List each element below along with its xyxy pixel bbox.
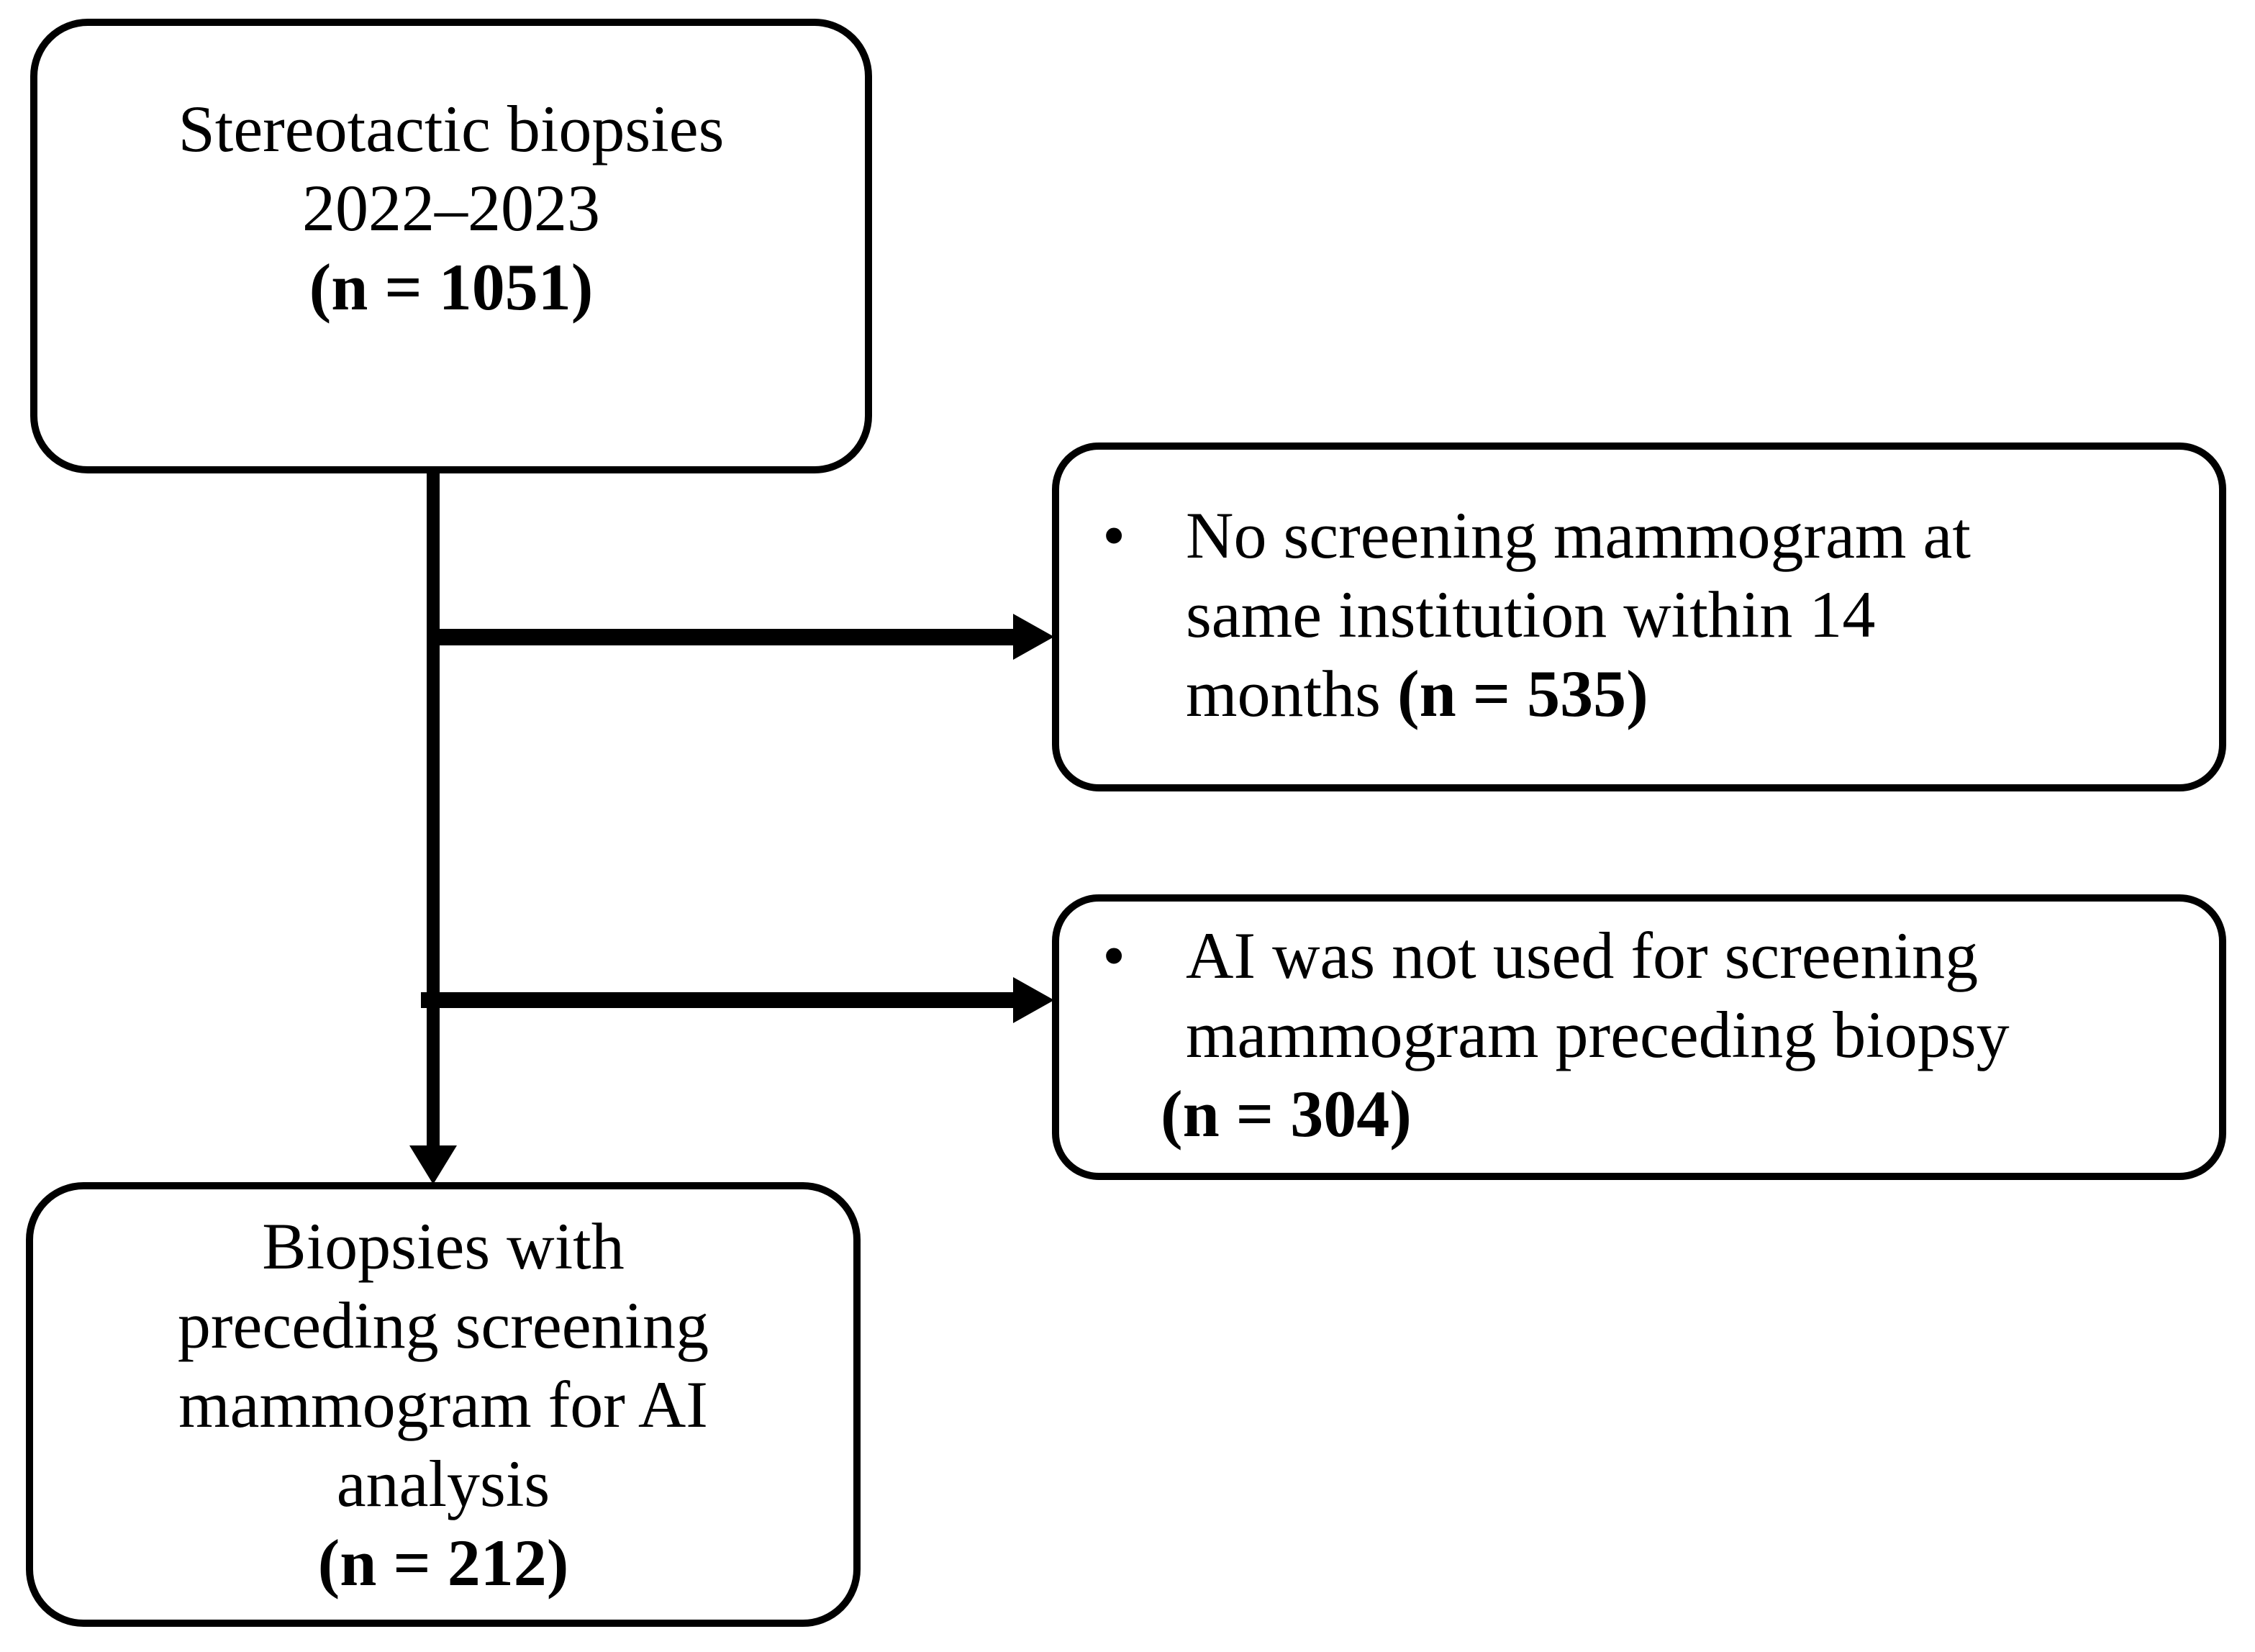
box-initial-cohort: Stereotactic biopsies 2022–2023 (n = 105… [30,19,872,473]
exclusion-2-count: (n = 304) [1161,1077,1412,1150]
bullet-icon: • [1102,919,1126,992]
exclusion-1-line-1: No screening mammogram at [1186,499,1971,572]
initial-count: (n = 1051) [309,250,594,324]
exclusion-1-line-3-prefix: months [1186,657,1397,730]
exclusion-1-line-2: same institution within 14 [1186,578,1876,651]
final-line-1: Biopsies with [262,1210,625,1283]
initial-line-1: Stereotactic biopsies [178,92,725,165]
bullet-icon: • [1102,499,1126,572]
connector-vertical-line [427,469,440,1151]
exclusion-arrow-1-shaft [435,629,1013,645]
final-line-2: preceding screening [177,1289,709,1362]
box-exclusion-no-screening-mammogram: • No screening mammogram at same institu… [1052,442,2226,791]
exclusion-2-text: AI was not used for screening mammogram … [1161,916,2010,1153]
initial-line-2: 2022–2023 [302,171,600,245]
exclusion-2-line-1: AI was not used for screening [1186,919,1979,992]
box-final-cohort: Biopsies with preceding screening mammog… [26,1182,861,1627]
exclusion-arrow-2-shaft [421,992,1013,1008]
arrowhead-right-icon-1 [1013,614,1054,660]
exclusion-1-count: (n = 535) [1397,657,1648,730]
arrowhead-down-icon [409,1145,457,1184]
exclusion-2-line-2: mammogram preceding biopsy [1186,998,2010,1071]
arrowhead-right-icon-2 [1013,977,1054,1023]
exclusion-1-text: No screening mammogram at same instituti… [1186,496,1971,733]
final-line-4: analysis [336,1447,550,1520]
final-line-3: mammogram for AI [178,1368,708,1441]
exclusion-1-line-3: months (n = 535) [1186,654,1971,733]
box-exclusion-ai-not-used: • AI was not used for screening mammogra… [1052,894,2226,1180]
final-count: (n = 212) [317,1526,569,1599]
